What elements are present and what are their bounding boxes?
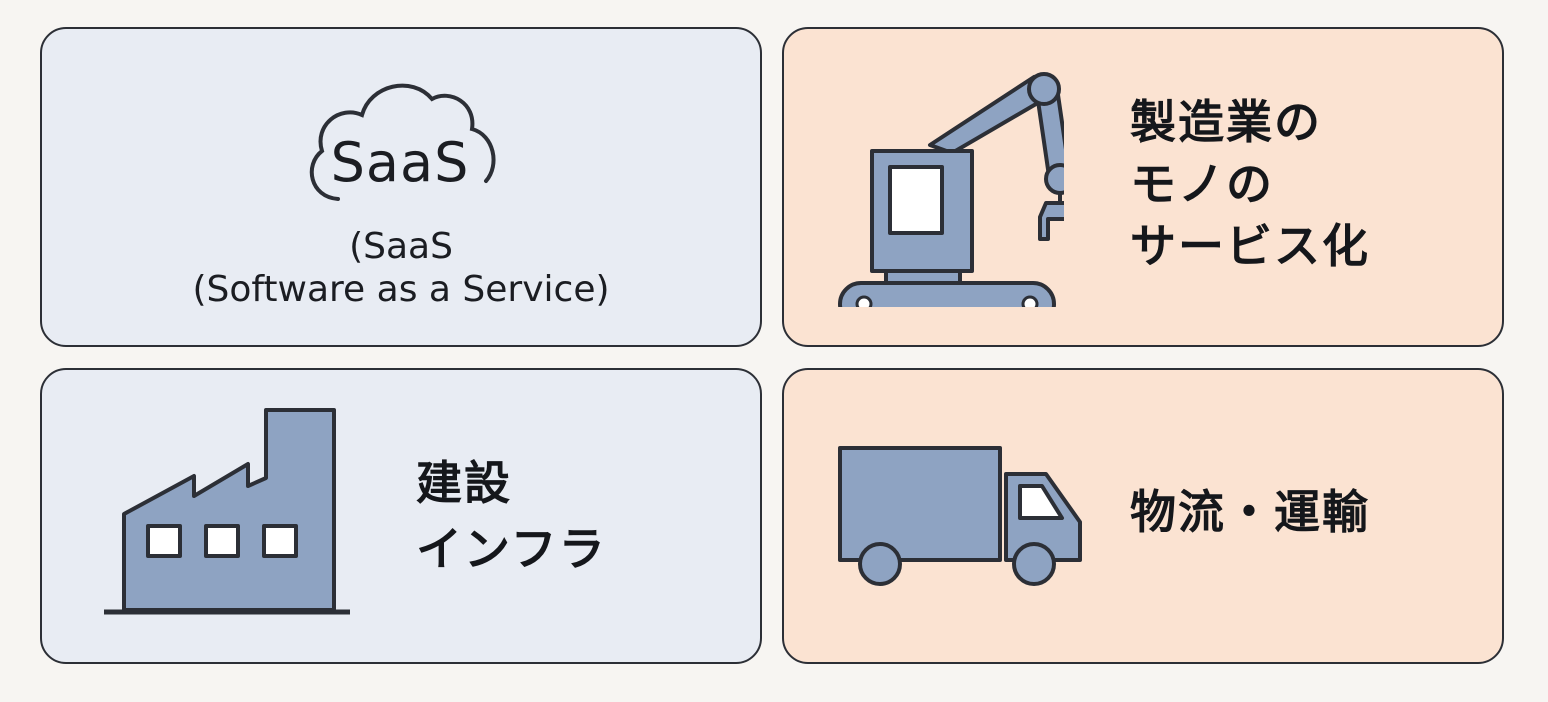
excavator-icon (838, 72, 1064, 307)
cloud-icon (309, 83, 496, 201)
truck-icon (838, 446, 1082, 586)
factory-icon (104, 408, 350, 615)
manufacturing-label: 製造業の モノの サービス化 (1130, 95, 1370, 273)
saas-cloud-text: SaaS (330, 131, 470, 194)
saas-card: SaaS (SaaS (Software as a Service) (40, 27, 762, 347)
construction-label: 建設 インフラ (416, 456, 607, 576)
construction-card: 建設 インフラ (40, 368, 762, 664)
logistics-card: 物流・運輸 (782, 368, 1504, 664)
saas-subtitle: (SaaS (Software as a Service) (192, 226, 610, 310)
manufacturing-card: 製造業の モノの サービス化 (782, 27, 1504, 347)
logistics-label: 物流・運輸 (1130, 485, 1370, 539)
